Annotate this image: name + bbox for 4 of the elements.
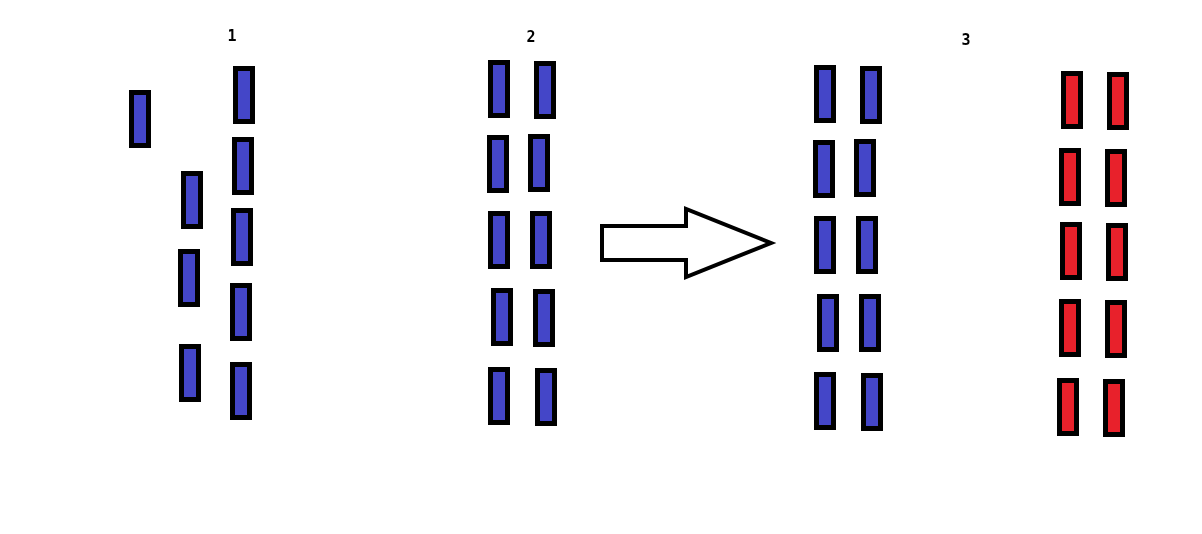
group-number: 1: [227, 28, 237, 44]
group-number: 3: [961, 32, 971, 48]
block-arrow: [600, 206, 777, 280]
group-number: 2: [526, 29, 536, 45]
